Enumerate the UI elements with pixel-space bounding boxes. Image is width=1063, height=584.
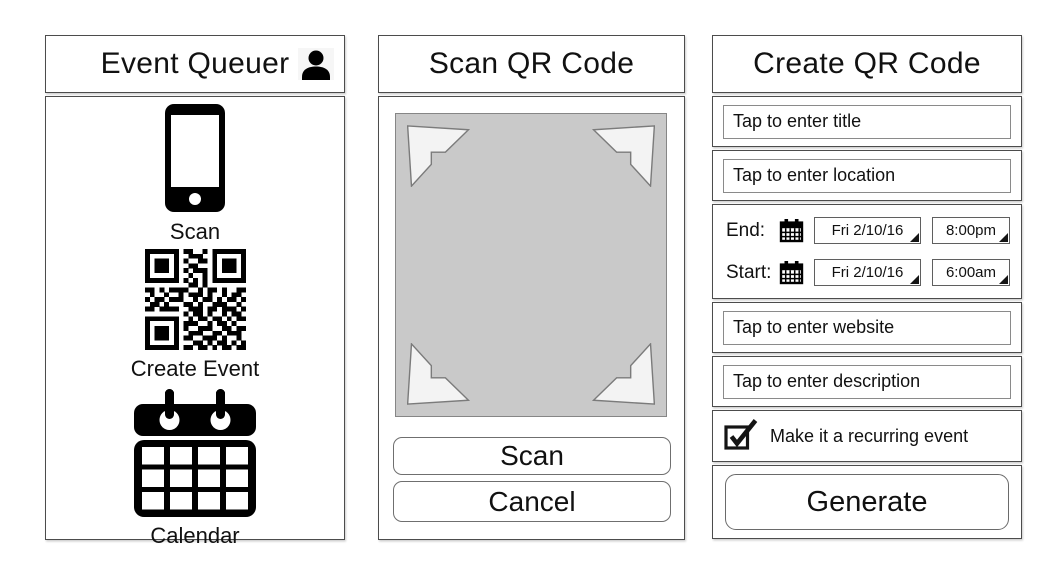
create-title: Create QR Code xyxy=(753,47,981,80)
end-date-calendar-icon[interactable] xyxy=(779,218,804,243)
recurring-checkbox-row[interactable]: Make it a recurring event xyxy=(712,410,1022,462)
user-icon-svg xyxy=(298,48,334,80)
viewfinder-corner-bottom-left-icon xyxy=(407,343,471,405)
home-title: Event Queuer xyxy=(100,47,290,80)
title-section: Tap to enter title xyxy=(712,96,1022,147)
scan-body: Scan Cancel xyxy=(378,96,685,540)
screen-scan: Scan QR Code Scan Cancel xyxy=(378,35,685,540)
scan-button[interactable]: Scan xyxy=(393,437,671,475)
phone-icon xyxy=(164,103,226,218)
description-section: Tap to enter description xyxy=(712,356,1022,407)
menu-item-label-scan: Scan xyxy=(169,219,221,244)
cancel-button[interactable]: Cancel xyxy=(393,481,671,522)
home-body: Scan Create Event xyxy=(45,96,345,548)
generate-section: Generate xyxy=(712,465,1022,539)
start-label: Start: xyxy=(726,261,772,283)
camera-viewfinder xyxy=(395,113,667,417)
generate-button[interactable]: Generate xyxy=(725,474,1009,530)
qr-code-icon xyxy=(144,249,246,355)
start-date-dropdown[interactable]: Fri 2/10/16 xyxy=(814,259,921,286)
recurring-label: Make it a recurring event xyxy=(770,425,969,446)
viewfinder-corner-top-right-icon xyxy=(591,125,655,187)
viewfinder-corner-bottom-right-icon xyxy=(591,343,655,405)
event-website-input[interactable]: Tap to enter website xyxy=(723,310,1011,345)
menu-item-create-event[interactable]: Create Event xyxy=(131,249,259,382)
screen-home: Event Queuer Scan xyxy=(45,35,345,548)
screen-create: Create QR Code Tap to enter title Tap to… xyxy=(712,35,1022,539)
calendar-icon xyxy=(134,387,256,522)
user-icon[interactable] xyxy=(298,48,334,81)
menu-item-label-create-event: Create Event xyxy=(130,356,260,381)
event-description-input[interactable]: Tap to enter description xyxy=(723,364,1011,399)
scan-title: Scan QR Code xyxy=(428,47,635,80)
end-time-dropdown[interactable]: 8:00pm xyxy=(932,217,1010,244)
scan-header: Scan QR Code xyxy=(378,35,685,93)
location-section: Tap to enter location xyxy=(712,150,1022,201)
checkmark-icon xyxy=(729,418,758,447)
recurring-checkbox[interactable] xyxy=(724,418,761,455)
end-label: End: xyxy=(726,219,766,241)
end-datetime-row: End: Fri 2/10/16 8:00 xyxy=(722,214,1012,247)
menu-item-scan[interactable]: Scan xyxy=(164,103,226,245)
website-section: Tap to enter website xyxy=(712,302,1022,353)
start-time-dropdown[interactable]: 6:00am xyxy=(932,259,1010,286)
event-location-input[interactable]: Tap to enter location xyxy=(723,158,1011,193)
event-title-input[interactable]: Tap to enter title xyxy=(723,104,1011,139)
datetime-section: End: Fri 2/10/16 8:00 xyxy=(712,204,1022,299)
home-header: Event Queuer xyxy=(45,35,345,93)
menu-item-label-calendar: Calendar xyxy=(150,523,240,548)
start-date-calendar-icon[interactable] xyxy=(779,260,804,285)
create-header: Create QR Code xyxy=(712,35,1022,93)
end-date-dropdown[interactable]: Fri 2/10/16 xyxy=(814,217,921,244)
viewfinder-corner-top-left-icon xyxy=(407,125,471,187)
start-datetime-row: Start: Fri 2/10/16 6: xyxy=(722,256,1012,289)
menu-item-calendar[interactable]: Calendar xyxy=(134,387,256,549)
